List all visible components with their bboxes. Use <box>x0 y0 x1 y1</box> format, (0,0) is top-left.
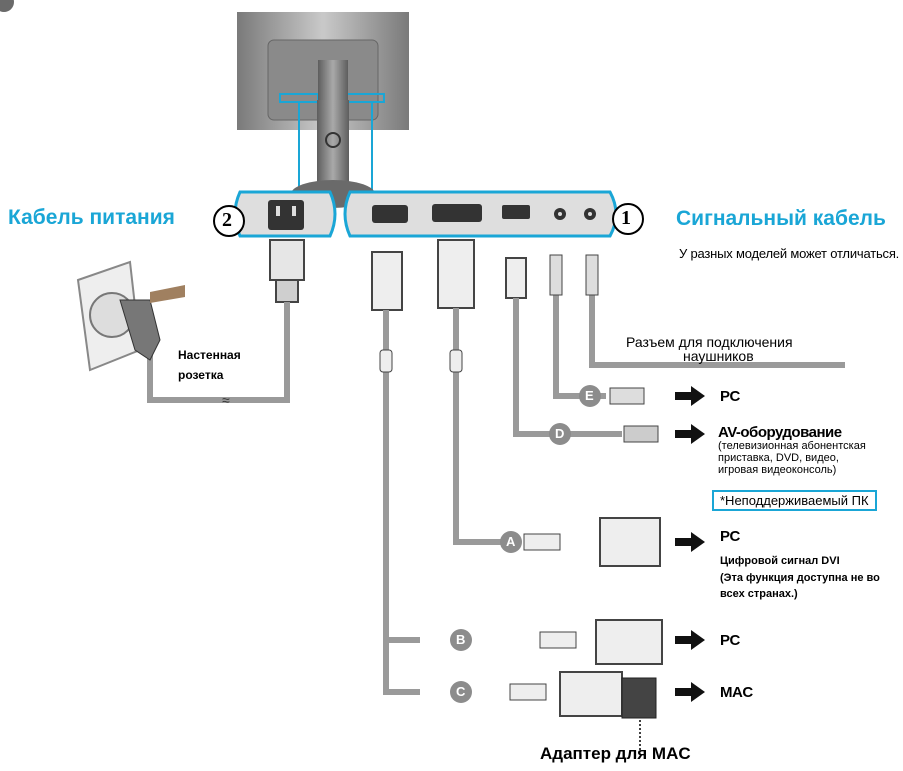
power-cable: ≈ <box>147 239 305 408</box>
signal-cable-label: Сигнальный кабель <box>676 207 886 230</box>
power-panel <box>233 190 337 238</box>
num-2: 2 <box>222 209 232 231</box>
badge-b-letter: B <box>456 632 466 647</box>
target-a-detail-1: Цифровой сигнал DVI <box>720 555 840 567</box>
badge-c <box>450 681 472 703</box>
headphone-label-1: Разъем для подключения <box>626 334 793 350</box>
target-a-detail-3: всех странах.) <box>720 588 798 600</box>
monitor-back-icon <box>237 12 409 208</box>
wall-outlet-label-1: Настенная <box>178 348 241 362</box>
target-b: PC <box>720 632 740 649</box>
target-c: MAC <box>720 684 753 701</box>
badge-a <box>500 531 522 553</box>
badge-c-letter: C <box>456 684 466 699</box>
arrow-right-icon <box>675 532 705 552</box>
target-d: AV-оборудование <box>718 424 842 441</box>
connector-e-icon <box>609 387 645 405</box>
unsupported-pc-note: *Неподдерживаемый ПК <box>712 490 877 511</box>
num-1: 1 <box>621 207 631 229</box>
num-2-circle <box>213 205 245 237</box>
target-e: PC <box>720 388 740 405</box>
model-note: У разных моделей может отличаться. <box>679 246 900 261</box>
arrow-right-icon <box>675 386 705 406</box>
mac-adapter-label: Адаптер для MAC <box>540 744 691 763</box>
arrow-right-icon <box>675 424 705 444</box>
target-d-detail-1: (телевизионная абонентская <box>718 440 866 452</box>
wall-outlet-label-2: розетка <box>178 368 224 382</box>
target-a-detail-2: (Эта функция доступна не во <box>720 572 880 584</box>
hdmi-cable <box>505 257 622 437</box>
target-d-detail-2: приставка, DVD, видео, <box>718 452 839 464</box>
signal-panel <box>343 190 618 238</box>
connector-a-icon <box>523 517 661 567</box>
connector-d-icon <box>623 425 659 443</box>
badge-d-letter: D <box>555 426 565 441</box>
wall-outlet-icon <box>76 260 185 372</box>
connector-b-icon <box>539 619 663 665</box>
headphone-label-2: наушников <box>683 348 754 364</box>
target-a: PC <box>720 528 740 545</box>
badge-d <box>549 423 571 445</box>
step-badge-icon <box>0 0 14 12</box>
num-1-circle <box>612 203 644 235</box>
badge-a-letter: A <box>506 534 516 549</box>
connector-c-icon <box>509 671 657 719</box>
svg-text:≈: ≈ <box>222 392 230 408</box>
badge-e <box>579 385 601 407</box>
badge-b <box>450 629 472 651</box>
dvi-cable <box>437 239 520 545</box>
badge-e-letter: E <box>585 388 594 403</box>
power-cable-label: Кабель питания <box>8 206 175 229</box>
audio-cables <box>549 254 845 399</box>
vga-cable <box>371 251 420 695</box>
arrow-right-icon <box>675 630 705 650</box>
target-d-detail-3: игровая видеоконсоль) <box>718 464 837 476</box>
arrow-right-icon <box>675 682 705 702</box>
